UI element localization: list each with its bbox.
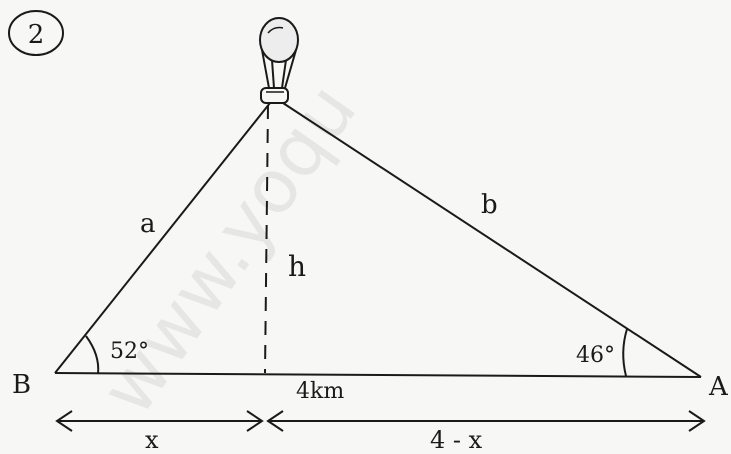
base-length-label: 4km [296,379,344,404]
angle-b-label: 52° [110,339,149,364]
segment-x-label: x [145,426,159,454]
base-line [54,372,702,378]
angle-a-arc [622,328,628,377]
segment-4-minus-x-label: 4 - x [430,426,483,454]
problem-number-circle [8,10,64,56]
angle-b-arc [85,335,100,375]
side-a-label: a [140,209,156,239]
side-a-line [54,102,271,374]
height-dashed-line [264,104,269,374]
vertex-a-label: A [708,372,729,402]
watermark: www.yoqu [84,69,373,431]
side-b-line [282,102,702,378]
angle-a-label: 46° [576,343,615,368]
dimension-arrow-4-minus-x [266,410,706,432]
vertex-b-label: B [12,370,31,400]
height-label: h [288,250,306,283]
side-b-label: b [481,190,498,220]
balloon-icon [259,17,299,104]
problem-number: 2 [28,20,45,50]
problem-number-badge: 2 [8,10,64,56]
dimension-arrow-x [55,410,264,432]
